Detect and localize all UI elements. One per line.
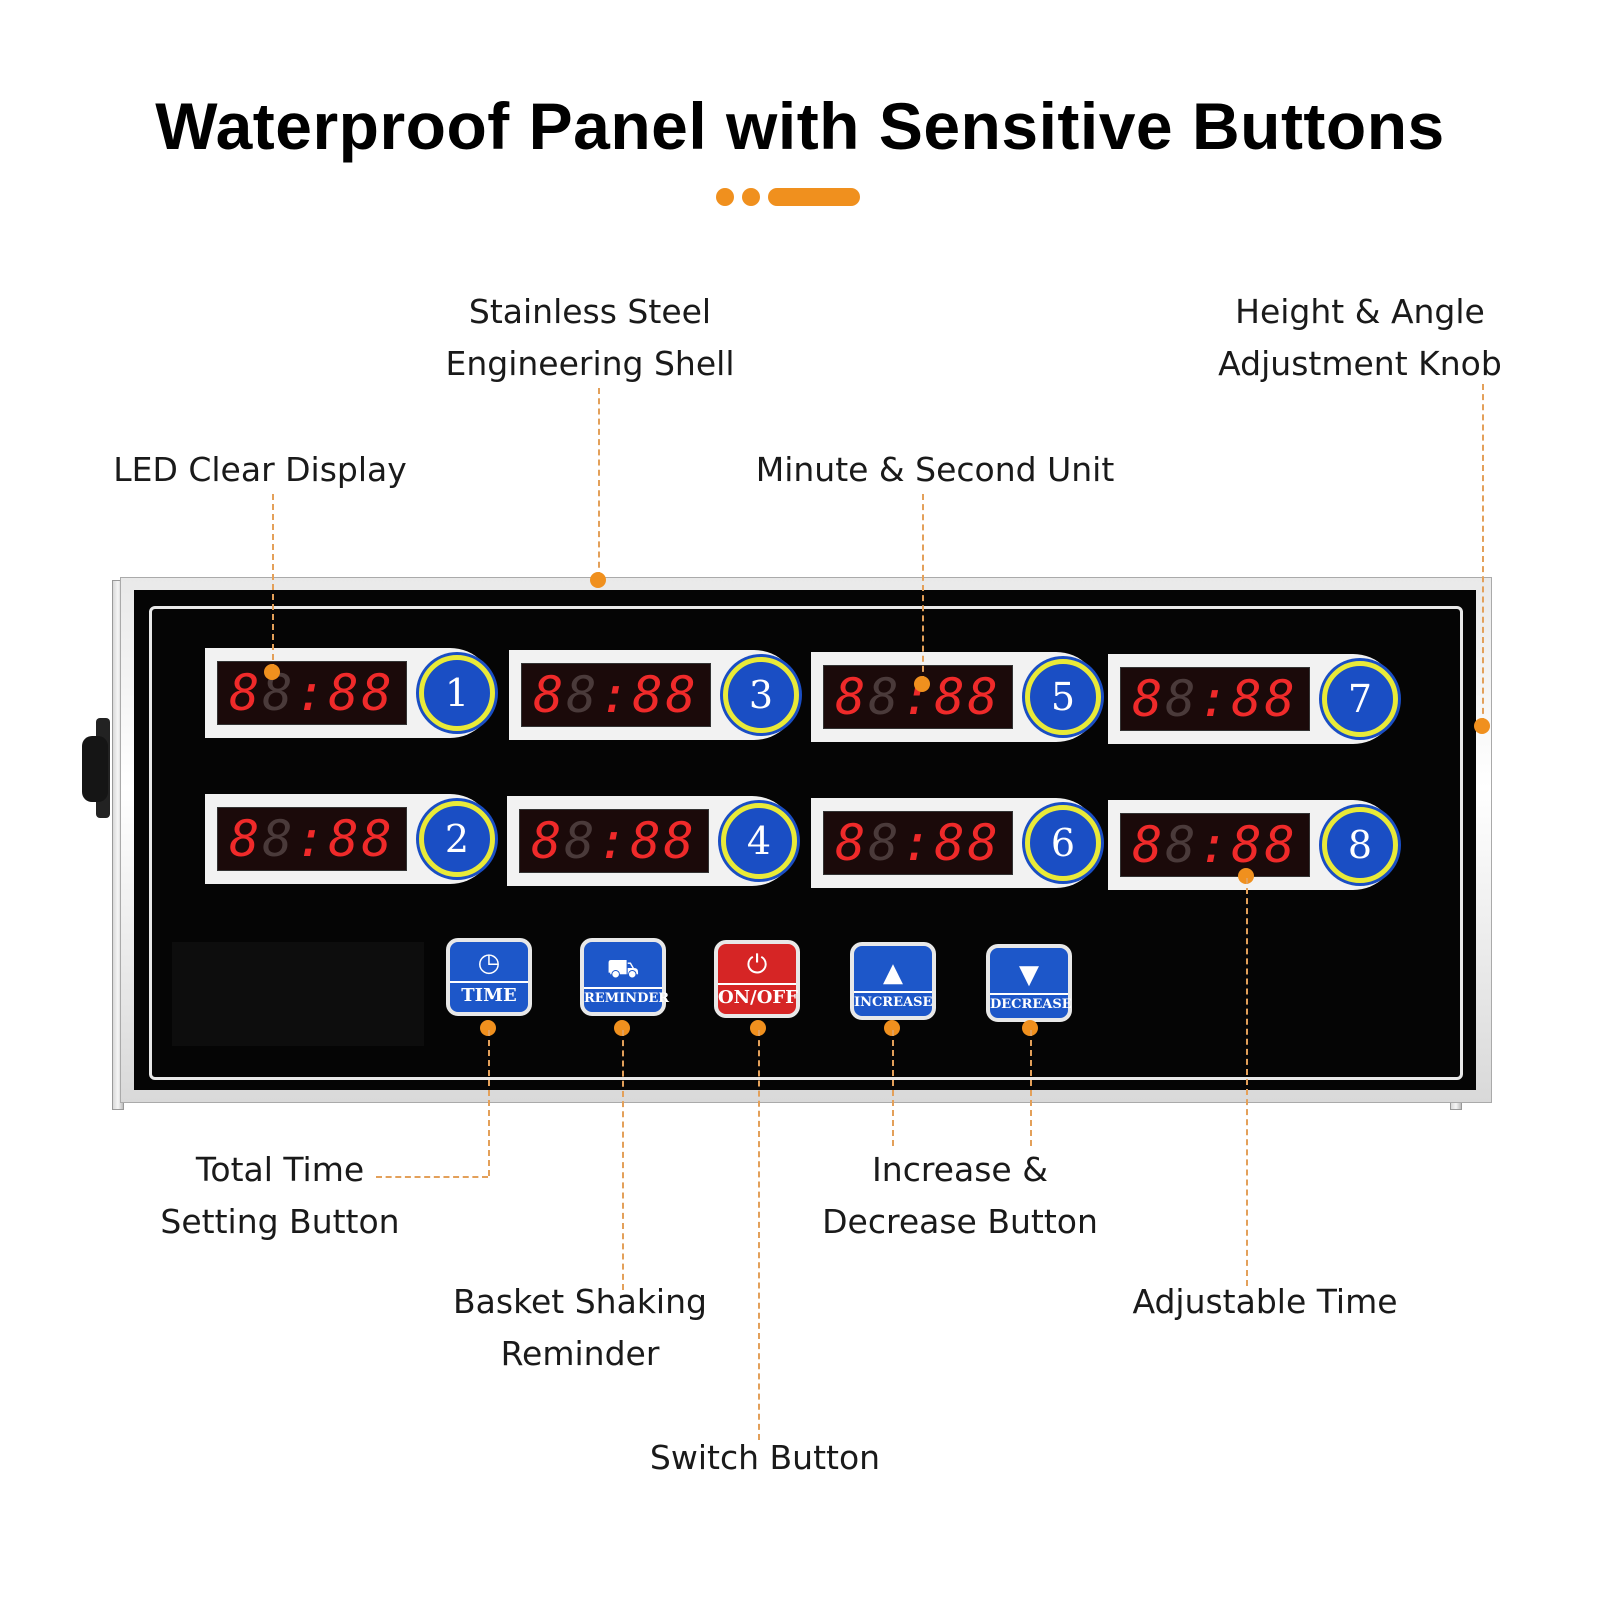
leader-adjustment-knob [1482,384,1484,724]
label-incdec-line2: Decrease Button [822,1202,1098,1241]
panel-border [149,606,1463,1080]
reminder-button[interactable]: ⛟ REMINDER [580,938,669,1016]
label-switch-button: Switch Button [649,1438,881,1477]
label-led-display: LED Clear Display [113,450,407,489]
reminder-button-label: REMINDER [584,987,669,1006]
timer-number-badge[interactable]: 2 [419,801,495,877]
basket-icon: ⛟ [606,954,640,984]
label-adjustment-knob: Height & Angle Adjustment Knob [1200,286,1520,390]
decrease-button-label: DECREASE [990,993,1072,1012]
time-button[interactable]: ◷ TIME [446,938,532,1016]
pointer-dot-adjustment-knob [1474,718,1490,734]
label-stainless-shell: Stainless Steel Engineering Shell [430,286,750,390]
page-title: Waterproof Panel with Sensitive Buttons [155,89,1445,163]
title-bar [768,188,860,206]
leader-adjustable-time [1246,878,1248,1286]
label-knob-line2: Adjustment Knob [1218,344,1502,383]
triangle-down-icon: ▼ [1019,960,1039,990]
label-basket-line2: Reminder [500,1334,660,1373]
label-increase-decrease: Increase & Decrease Button [800,1144,1120,1248]
leader-decrease-button [1030,1030,1032,1146]
leader-on-off-button [758,1030,760,1440]
timer-number-badge[interactable]: 7 [1322,661,1398,737]
label-total-time-line1: Total Time [195,1150,365,1189]
left-knob[interactable] [82,736,108,802]
label-stainless-line1: Stainless Steel [468,292,712,331]
increase-button[interactable]: ▲ INCREASE [850,942,936,1020]
time-button-label: TIME [450,981,528,1006]
pointer-dot-increase-button [884,1020,900,1036]
pointer-dot-minute-second [914,676,930,692]
power-icon: ⏻ [746,950,768,980]
pointer-dot-reminder-button [614,1020,630,1036]
pointer-dot-adjustable-time [1238,868,1254,884]
leader-stainless-shell [598,388,600,578]
label-incdec-line1: Increase & [872,1150,1048,1189]
leader-increase-button [892,1030,894,1146]
on-off-button[interactable]: ⏻ ON/OFF [714,940,800,1018]
label-knob-line1: Height & Angle [1235,292,1485,331]
title-dot-1 [716,188,734,206]
panel-blank-area [172,942,424,1046]
timer-number-badge[interactable]: 1 [419,655,495,731]
decrease-button[interactable]: ▼ DECREASE [986,944,1072,1022]
timer-number-badge[interactable]: 6 [1025,805,1101,881]
title-dot-2 [742,188,760,206]
label-total-time-line2: Setting Button [160,1202,400,1241]
timer-number-badge[interactable]: 8 [1322,807,1398,883]
label-minute-second: Minute & Second Unit [755,450,1115,489]
pointer-dot-time-button [480,1020,496,1036]
leader-minute-second [922,494,924,682]
triangle-up-icon: ▲ [883,958,903,988]
label-basket-reminder: Basket Shaking Reminder [420,1276,740,1380]
leader-time-button [488,1030,490,1176]
label-total-time: Total Time Setting Button [120,1144,440,1248]
pointer-dot-on-off-button [750,1020,766,1036]
pointer-dot-decrease-button [1022,1020,1038,1036]
on-off-button-label: ON/OFF [718,983,798,1008]
timer-number-badge[interactable]: 4 [721,803,797,879]
timer-number-badge[interactable]: 3 [723,657,799,733]
label-adjustable-time: Adjustable Time [1132,1282,1398,1321]
timer-number-badge[interactable]: 5 [1025,659,1101,735]
label-stainless-line2: Engineering Shell [445,344,735,383]
increase-button-label: INCREASE [854,991,932,1010]
pointer-dot-stainless-shell [590,572,606,588]
label-basket-line1: Basket Shaking [453,1282,707,1321]
leader-reminder-button [622,1030,624,1290]
pointer-dot-led-display [264,664,280,680]
clock-icon: ◷ [477,948,501,978]
leader-led-display [272,494,274,670]
leader-time-button-horizontal [376,1176,488,1178]
